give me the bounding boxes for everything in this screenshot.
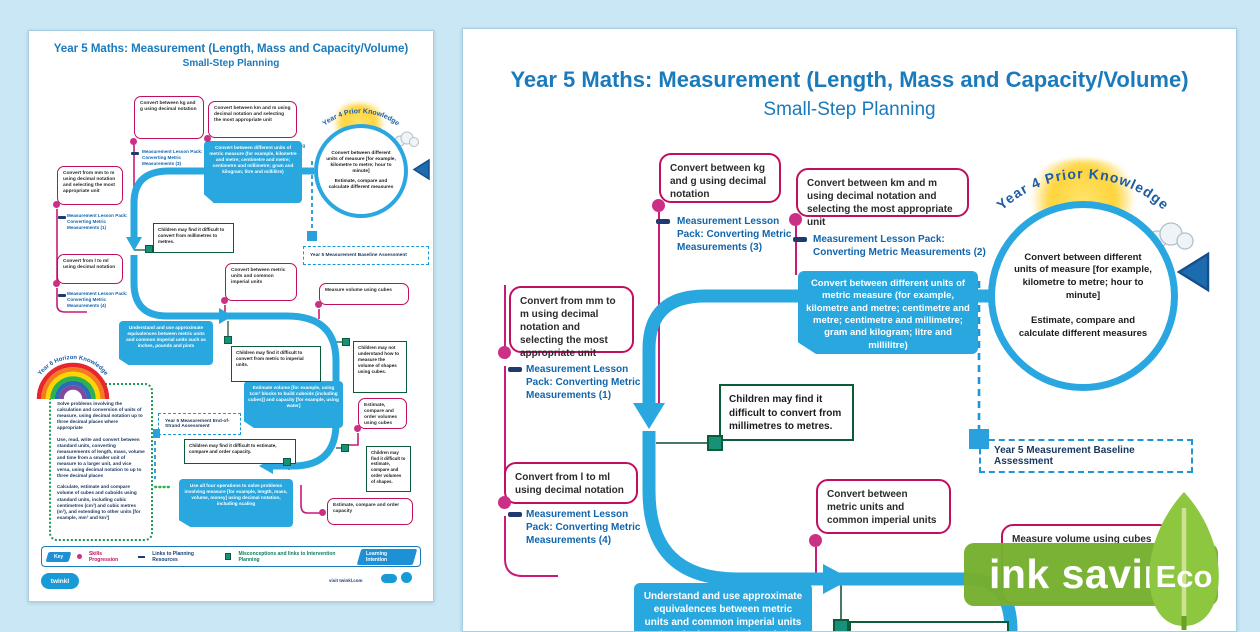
link-dash-icon	[131, 152, 139, 155]
skills-progression-dot	[221, 297, 228, 304]
flow-connectors	[56, 141, 359, 514]
misconception-order-volumes: Children may find it difficult to estima…	[366, 446, 411, 492]
page-title: Year 5 Maths: Measurement (Length, Mass …	[510, 67, 1189, 92]
skills-progression-dot	[789, 213, 802, 226]
key-learning-intention: Learning Intention	[357, 548, 418, 565]
skill-metric-imperial: Convert between metric units and common …	[225, 263, 297, 301]
misconception-square	[342, 338, 350, 346]
key-skills-dot-icon	[77, 554, 82, 559]
assessment-square	[307, 231, 317, 241]
eco-leaf-icon	[1149, 492, 1219, 630]
link-dash-icon	[793, 237, 807, 242]
page-subtitle: Small-Step Planning	[763, 99, 936, 120]
skill-km-m: Convert between km and m using decimal n…	[208, 101, 297, 138]
assessment-square	[969, 429, 989, 449]
twinkl-cloud-icon	[381, 574, 397, 583]
key-skills-label: Skills Progression	[88, 550, 119, 563]
link-pack3[interactable]: Measurement Lesson Pack: Converting Metr…	[142, 149, 203, 166]
intention-four-ops: Use all four operations to solve problem…	[179, 479, 293, 527]
intention-imperial: Understand and use approximate equivalen…	[119, 321, 213, 365]
key-misconceptions-label: Misconceptions and links to Intervention…	[238, 550, 336, 563]
flow-entry-arrow-icon	[412, 158, 430, 181]
baseline-assessment: Year 5 Measurement Baseline Assessment	[303, 246, 429, 265]
twinkl-logo[interactable]: twinkl	[41, 573, 79, 589]
horizon-knowledge-box: Solve problems involving the calculation…	[49, 383, 153, 541]
rainbow-icon: Year 6 Horizon Knowledge	[36, 355, 110, 400]
end-of-strand-assessment: Year 5 Measurement End-of-Strand Assessm…	[158, 413, 241, 435]
link-pack1[interactable]: Measurement Lesson Pack: Converting Metr…	[526, 364, 641, 401]
svg-text:Year 4 Prior Knowledge: Year 4 Prior Knowledge	[322, 108, 401, 127]
baseline-assessment: Year 5 Measurement Baseline Assessment	[979, 439, 1193, 473]
misconception-order-capacity: Children may find it difficult to estima…	[184, 439, 296, 464]
assessment-square	[151, 429, 160, 438]
skill-l-ml: Convert from l to ml using decimal notat…	[57, 254, 123, 284]
eco-label: Eco	[1155, 559, 1213, 594]
misconception-square	[224, 336, 232, 344]
prior-knowledge-circle: Convert between different units of measu…	[988, 201, 1178, 391]
key-legend: Key Skills Progression Links to Planning…	[41, 546, 421, 567]
prior-knowledge-arc: Year 4 Prior Knowledge	[322, 108, 401, 127]
link-dash-icon	[508, 512, 522, 517]
link-dash-icon	[58, 216, 66, 219]
skills-progression-dot	[319, 509, 326, 516]
page-subtitle: Small-Step Planning	[182, 58, 280, 69]
skill-metric-imperial: Convert between metric units and common …	[816, 479, 951, 534]
link-pack2[interactable]: Measurement Lesson Pack: Converting Metr…	[813, 234, 986, 258]
misconception-square	[833, 619, 849, 631]
skills-progression-dot	[53, 201, 60, 208]
skill-km-m: Convert between km and m using decimal n…	[796, 168, 969, 228]
cloud-icon	[394, 131, 419, 147]
skills-progression-dot	[354, 425, 361, 432]
skill-mm-m: Convert from mm to m using decimal notat…	[509, 286, 634, 359]
key-link-dash-icon	[137, 555, 146, 558]
key-misconception-square-icon	[224, 553, 232, 560]
skills-progression-dot	[498, 346, 511, 359]
misconception-square	[283, 458, 291, 466]
svg-text:Year 4 Prior Knowledge: Year 4 Prior Knowledge	[993, 165, 1172, 212]
link-pack3[interactable]: Measurement Lesson Pack: Converting Metr…	[677, 216, 792, 253]
visit-twinkl-link[interactable]: visit twinkl.com	[329, 578, 363, 583]
skill-mm-m: Convert from mm to m using decimal notat…	[57, 166, 123, 205]
intention-imperial: Understand and use approximate equivalen…	[634, 583, 812, 631]
misconception-volume-cubes: Children may not understand how to measu…	[353, 341, 407, 393]
misconception-to-imperial	[849, 621, 1009, 631]
skill-order-capacity: Estimate, compare and order capacity	[327, 498, 413, 525]
skill-kg-g: Convert between kg and g using decimal n…	[659, 153, 781, 203]
prior-knowledge-circle: Convert between different units of measu…	[314, 124, 408, 218]
skill-l-ml: Convert from l to ml using decimal notat…	[504, 462, 638, 504]
skills-progression-dot	[53, 280, 60, 287]
misconception-square	[707, 435, 723, 451]
link-dash-icon	[58, 294, 66, 297]
key-links-label: Links to Planning Resources	[152, 550, 194, 563]
intention-metric: Convert between different units of metri…	[204, 141, 302, 203]
misconception-square	[145, 245, 153, 253]
twinkl-app-icon	[401, 572, 412, 583]
right-preview-page: Year 5 Maths: Measurement (Length, Mass …	[462, 28, 1237, 632]
misconception-to-imperial: Children may find it difficult to conver…	[231, 346, 321, 382]
skills-progression-dot	[809, 534, 822, 547]
intention-volume: Estimate volume [for example, using 1cm³…	[244, 381, 343, 428]
skill-kg-g: Convert between kg and g using decimal n…	[134, 96, 204, 139]
skill-order-volumes: Estimate, compare and order volumes usin…	[358, 398, 407, 429]
prior-knowledge-arc: Year 4 Prior Knowledge	[993, 165, 1172, 212]
skills-progression-dot	[498, 496, 511, 509]
page-title: Year 5 Maths: Measurement (Length, Mass …	[53, 43, 409, 55]
link-pack4[interactable]: Measurement Lesson Pack: Converting Metr…	[526, 509, 641, 546]
misconception-mm-metres: Children may find it difficult to conver…	[153, 223, 234, 253]
skills-progression-dot	[315, 301, 322, 308]
misconception-mm-metres: Children may find it difficult to conver…	[719, 384, 854, 441]
skills-progression-dot	[204, 135, 211, 142]
left-preview-page: Year 5 Maths: Measurement (Length, Mass …	[28, 30, 434, 602]
link-pack1[interactable]: Measurement Lesson Pack: Converting Metr…	[67, 213, 128, 230]
link-dash-icon	[508, 367, 522, 372]
flow-entry-arrow-icon	[1176, 251, 1210, 293]
intention-metric: Convert between different units of metri…	[798, 271, 978, 354]
skills-progression-dot	[652, 199, 665, 212]
skills-progression-dot	[130, 138, 137, 145]
misconception-square	[341, 444, 349, 452]
skill-measure-volume: Measure volume using cubes	[319, 283, 409, 305]
link-pack4[interactable]: Measurement Lesson Pack: Converting Metr…	[67, 291, 128, 308]
key-label: Key	[45, 551, 72, 562]
link-dash-icon	[656, 219, 670, 224]
